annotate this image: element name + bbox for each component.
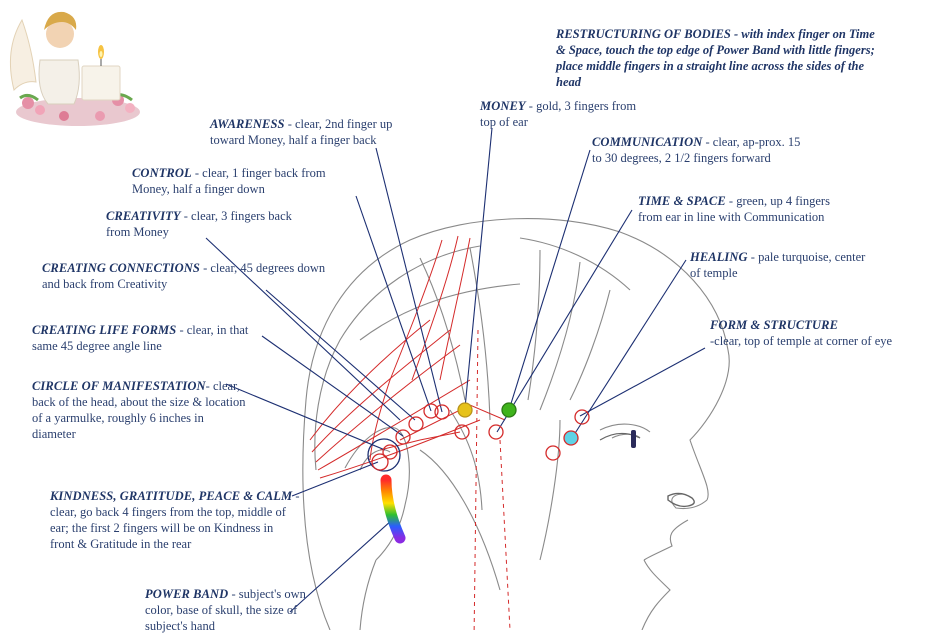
- label-awareness: AWARENESS - clear, 2nd finger up toward …: [210, 116, 430, 148]
- nose: [667, 492, 695, 508]
- pointer-kindness: [291, 461, 379, 497]
- eye: [599, 430, 641, 448]
- circle-title: CIRCLE OF MANIFESTATION: [32, 379, 206, 393]
- power-band: [380, 474, 406, 544]
- label-kindness: KINDNESS, GRATITUDE, PEACE & CALM - clea…: [50, 488, 300, 552]
- control-title: CONTROL: [132, 166, 192, 180]
- label-restructuring: RESTRUCTURING OF BODIES - with index fin…: [556, 27, 875, 89]
- pointer-control: [355, 195, 432, 412]
- marker-creating-connections: [395, 429, 411, 445]
- label-healing: HEALING - pale turquoise, center of temp…: [690, 249, 870, 281]
- kindness-title: KINDNESS, GRATITUDE, PEACE & CALM: [50, 489, 293, 503]
- marker-creativity: [408, 416, 424, 432]
- marker-awareness: [434, 404, 450, 420]
- pointer-timespace: [496, 209, 633, 433]
- marker-control: [423, 403, 439, 419]
- control-desc: - clear, 1 finger back from Money, half …: [132, 166, 326, 196]
- head-sketch: [302, 218, 730, 630]
- marker-form-structure: [574, 409, 590, 425]
- marker-creating-life: [382, 444, 398, 460]
- creating-connections-desc: - clear, 45 degrees down and back from C…: [42, 261, 326, 291]
- pointer-circle: [225, 383, 386, 451]
- healing-desc: - pale turquoise, center of temple: [690, 250, 866, 280]
- awareness-desc: - clear, 2nd finger up toward Money, hal…: [210, 117, 393, 147]
- marker-circle-manifestation: [367, 438, 401, 472]
- label-creativity: CREATIVITY - clear, 3 fingers back from …: [106, 208, 296, 240]
- marker-temple-low: [545, 445, 561, 461]
- marker-timespace: [501, 402, 517, 418]
- circle-desc: - clear, back of the head, about the siz…: [32, 379, 246, 441]
- pointer-creating-life: [261, 335, 404, 437]
- pointer-healing: [571, 259, 687, 439]
- timespace-title: TIME & SPACE: [638, 194, 726, 208]
- creating-life-desc: - clear, in that same 45 degree angle li…: [32, 323, 249, 353]
- pointer-form-structure: [579, 347, 706, 417]
- money-desc: - gold, 3 fingers from top of ear: [480, 99, 637, 129]
- label-creating-life: CREATING LIFE FORMS - clear, in that sam…: [32, 322, 277, 354]
- communication-desc: - clear, ap-prox. 15 to 30 degrees, 2 1/…: [592, 135, 801, 165]
- pointer-money: [464, 127, 493, 409]
- label-communication: COMMUNICATION - clear, ap-prox. 15 to 30…: [592, 134, 807, 166]
- awareness-title: AWARENESS: [210, 117, 285, 131]
- marker-communication: [488, 424, 504, 440]
- pointer-communication: [508, 149, 591, 411]
- marker-kindness: [371, 453, 389, 471]
- pointer-lines: [205, 127, 706, 613]
- markers: [367, 402, 590, 472]
- creating-connections-title: CREATING CONNECTIONS: [42, 261, 200, 275]
- pointer-creativity: [205, 237, 401, 421]
- money-title: MONEY: [480, 99, 526, 113]
- dashed-center-line: [473, 329, 511, 630]
- marker-money: [457, 402, 473, 418]
- marker-mid: [454, 424, 470, 440]
- label-creating-connections: CREATING CONNECTIONS - clear, 45 degrees…: [42, 260, 332, 292]
- label-circle-manifestation: CIRCLE OF MANIFESTATION- clear, back of …: [32, 378, 247, 442]
- powerband-title: POWER BAND: [145, 587, 229, 601]
- pointer-creating-connections: [265, 289, 416, 421]
- label-control: CONTROL - clear, 1 finger back from Mone…: [132, 165, 362, 197]
- angel-candle-image: [9, 11, 140, 126]
- kindness-desc: - clear, go back 4 fingers from the top,…: [50, 489, 300, 551]
- timespace-desc: - green, up 4 fingers from ear in line w…: [638, 194, 830, 224]
- creating-life-title: CREATING LIFE FORMS: [32, 323, 177, 337]
- creativity-title: CREATIVITY: [106, 209, 181, 223]
- label-form-structure: FORM & STRUCTURE -clear, top of temple at…: [710, 317, 900, 349]
- pointer-powerband: [289, 519, 393, 613]
- label-powerband: POWER BAND - subject's own color, base o…: [145, 586, 310, 634]
- form-structure-desc: -clear, top of temple at corner of eye: [710, 334, 893, 348]
- label-money: MONEY - gold, 3 fingers from top of ear: [480, 98, 640, 130]
- healing-title: HEALING: [690, 250, 748, 264]
- creativity-desc: - clear, 3 fingers back from Money: [106, 209, 292, 239]
- pointer-awareness: [375, 147, 443, 413]
- red-guide-lines: [309, 235, 506, 479]
- label-timespace: TIME & SPACE - green, up 4 fingers from …: [638, 193, 838, 225]
- form-structure-title: FORM & STRUCTURE: [710, 318, 839, 332]
- communication-title: COMMUNICATION: [592, 135, 703, 149]
- marker-healing: [563, 430, 579, 446]
